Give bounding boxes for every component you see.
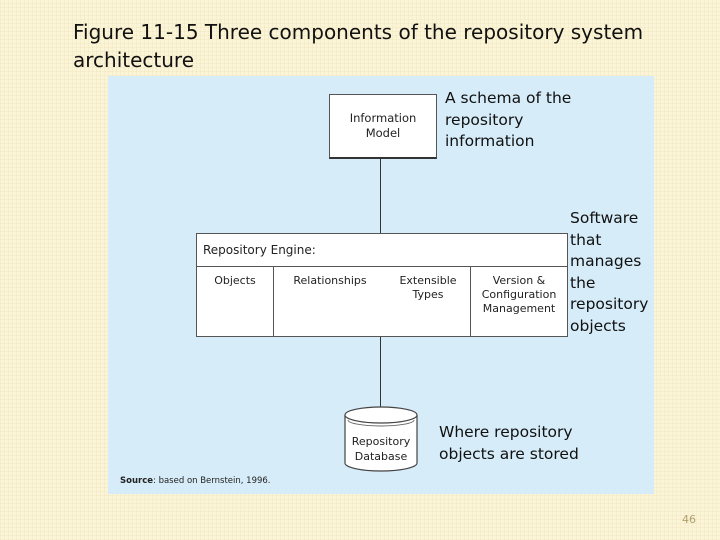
repository-engine-components: Objects Relationships Extensible Types V… <box>197 267 567 336</box>
annotation-stored: Where repository objects are stored <box>439 423 579 463</box>
engine-component-relationships: Relationships <box>293 274 367 287</box>
database-cylinder-icon <box>344 406 418 472</box>
information-model-box: Information Model <box>329 94 437 159</box>
engine-component-extensible-types: Extensible Types <box>399 274 457 301</box>
repository-engine-label: Repository Engine: <box>197 234 567 267</box>
source-label: Source <box>120 476 154 486</box>
architecture-diagram: Information Model Repository Engine: Obj… <box>108 76 654 494</box>
repository-database-cylinder: Repository Database <box>344 406 418 472</box>
annotation-schema: A schema of the repository information <box>445 89 572 150</box>
source-text: : based on Bernstein, 1996. <box>153 476 271 486</box>
source-citation: Source: based on Bernstein, 1996. <box>120 476 271 486</box>
engine-component-version-configuration: Version & Configuration Management <box>470 267 567 336</box>
connector-engine-database <box>380 336 381 409</box>
page-number: 46 <box>682 513 696 526</box>
annotation-software: Software that manages the repository obj… <box>570 209 649 335</box>
repository-database-label: Repository Database <box>351 435 411 463</box>
engine-component-objects: Objects <box>197 267 274 336</box>
repository-engine-box: Repository Engine: Objects Relationships… <box>196 233 568 337</box>
slide-title: Figure 11-15 Three components of the rep… <box>73 20 644 72</box>
connector-model-engine <box>380 156 381 233</box>
